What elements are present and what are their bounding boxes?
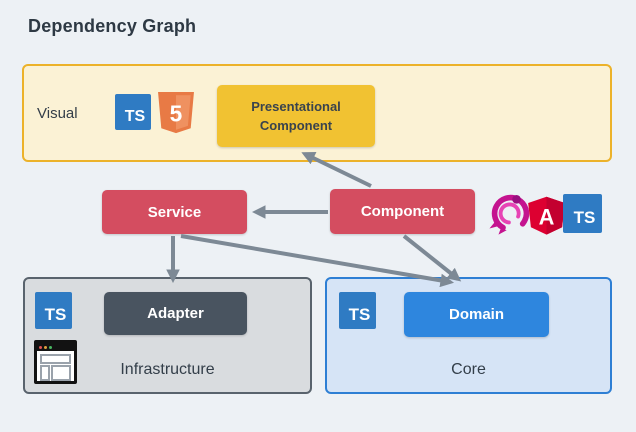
typescript-icon-label: TS	[124, 108, 146, 125]
group-visual: Visual TS 5 Presentational Component	[22, 64, 612, 162]
html5-icon-digit: 5	[170, 100, 183, 126]
typescript-icon: TS	[35, 292, 72, 329]
rxjs-icon	[489, 194, 530, 235]
typescript-icon: TS	[115, 94, 151, 130]
typescript-icon: TS	[563, 194, 602, 233]
browser-dot-yellow	[44, 345, 47, 349]
browser-content-bar	[40, 354, 71, 364]
typescript-icon-label: TS	[348, 305, 371, 324]
arrow-service-to-domain	[180, 234, 455, 288]
browser-dot-red	[39, 345, 42, 349]
group-core: TS Domain Core	[325, 277, 612, 394]
angular-icon-letter: A	[539, 204, 555, 229]
typescript-icon: TS	[339, 292, 376, 329]
browser-titlebar	[37, 343, 74, 351]
node-presentational-component: Presentational Component	[217, 85, 375, 147]
angular-icon: A	[528, 196, 565, 235]
browser-dot-green	[49, 345, 52, 349]
node-domain: Domain	[404, 292, 549, 337]
typescript-icon-label: TS	[573, 208, 596, 227]
arrow-component-to-domain	[402, 234, 462, 282]
node-service: Service	[102, 190, 247, 234]
html5-icon: 5	[158, 92, 194, 134]
group-core-label: Core	[451, 361, 486, 378]
browser-sidebar-block	[40, 365, 50, 381]
group-infrastructure-label: Infrastructure	[120, 361, 215, 378]
group-visual-label: Visual	[37, 104, 78, 122]
typescript-icon-label: TS	[44, 305, 67, 324]
browser-main-block	[51, 365, 71, 381]
page-title: Dependency Graph	[28, 16, 197, 36]
node-component: Component	[330, 189, 475, 234]
group-infrastructure: TS Adapter Infrastructure	[23, 277, 312, 394]
browser-window-icon	[34, 340, 77, 384]
node-adapter: Adapter	[104, 292, 247, 335]
